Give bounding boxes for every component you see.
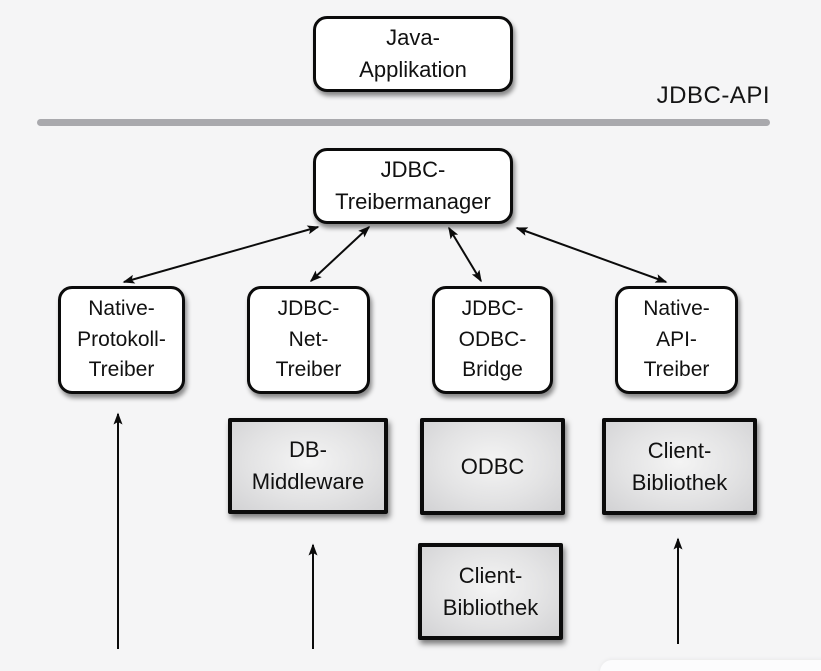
- jdbc-api-divider-line: [37, 119, 770, 126]
- node-client-bibliothek-right: Client- Bibliothek: [602, 418, 757, 515]
- arrow-treibermanager-jdbc-net: [309, 225, 371, 283]
- node-native-protokoll-treiber-label: Native- Protokoll- Treiber: [77, 297, 166, 382]
- node-native-api-treiber-label: Native- API- Treiber: [643, 297, 710, 382]
- node-odbc: ODBC: [420, 418, 565, 515]
- jdbc-api-label: JDBC-API: [656, 82, 770, 109]
- node-jdbc-treibermanager-label: JDBC- Treibermanager: [335, 157, 491, 214]
- node-jdbc-net-treiber: JDBC- Net- Treiber: [247, 286, 370, 394]
- arrow-treibermanager-native-api: [515, 227, 668, 283]
- node-db-middleware: DB- Middleware: [228, 418, 388, 514]
- node-java-applikation: Java- Applikation: [313, 16, 513, 92]
- node-java-applikation-label: Java- Applikation: [359, 25, 467, 82]
- node-jdbc-odbc-bridge-label: JDBC- ODBC- Bridge: [458, 297, 527, 382]
- node-client-bibliothek-right-label: Client- Bibliothek: [631, 437, 728, 495]
- node-jdbc-odbc-bridge: JDBC- ODBC- Bridge: [432, 286, 553, 394]
- node-odbc-label: ODBC: [460, 453, 525, 479]
- node-client-bibliothek-bottom-label: Client- Bibliothek: [442, 562, 539, 620]
- node-client-bibliothek-bottom: Client- Bibliothek: [418, 543, 563, 640]
- node-jdbc-net-treiber-label: JDBC- Net- Treiber: [275, 297, 342, 382]
- node-jdbc-treibermanager: JDBC- Treibermanager: [313, 148, 513, 224]
- arrow-treibermanager-native-protokoll: [122, 225, 320, 284]
- node-db-middleware-label: DB- Middleware: [251, 437, 365, 494]
- arrow-treibermanager-jdbc-odbc: [448, 226, 482, 283]
- cutoff-box-bottom-right: [600, 660, 821, 671]
- node-native-api-treiber: Native- API- Treiber: [615, 286, 738, 394]
- node-native-protokoll-treiber: Native- Protokoll- Treiber: [58, 286, 185, 394]
